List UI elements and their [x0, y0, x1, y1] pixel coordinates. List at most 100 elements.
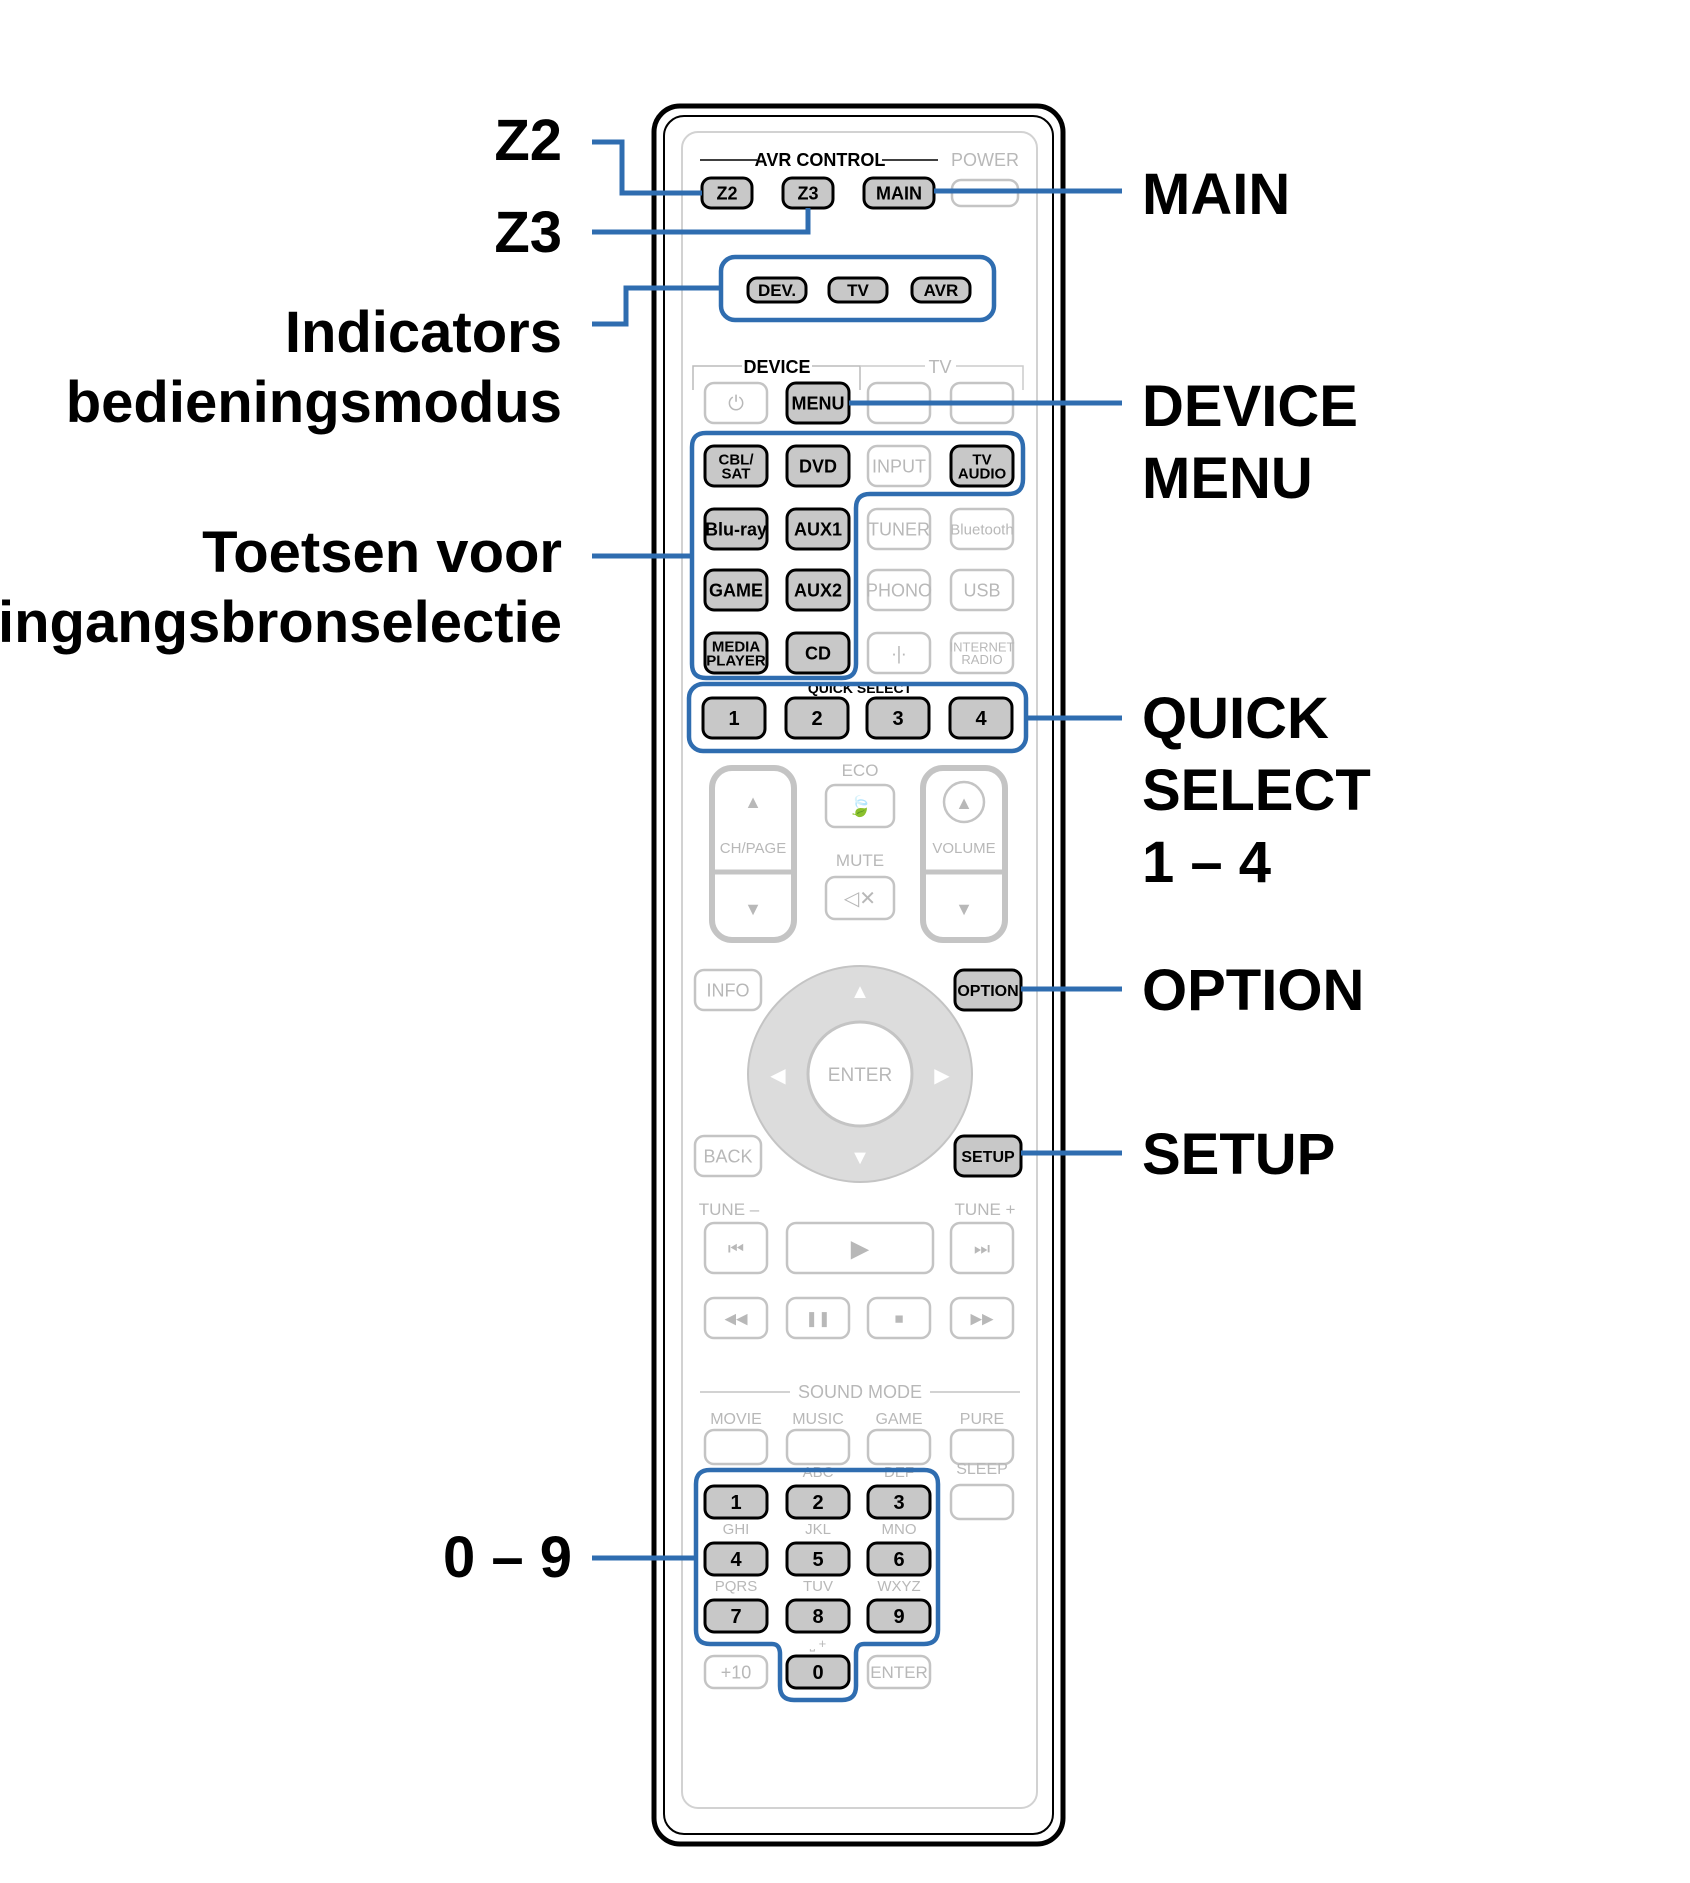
- device-power-button[interactable]: ⏻: [703, 381, 769, 425]
- num-key-7-frame: [703, 1598, 769, 1634]
- num-key-8[interactable]: 8: [785, 1598, 851, 1634]
- z3-callout: Z3: [494, 200, 562, 265]
- num-key-3-frame: [866, 1484, 932, 1520]
- tv-header: TV: [928, 357, 951, 377]
- sound-mode-0-button[interactable]: [703, 1428, 769, 1466]
- next-button-frame: [949, 1221, 1015, 1275]
- src-aux1[interactable]: AUX1: [785, 507, 851, 551]
- src-game[interactable]: GAME: [703, 568, 769, 612]
- num-key-6-frame: [866, 1541, 932, 1577]
- tv-bracket: [860, 365, 1024, 390]
- play-button[interactable]: ▶: [785, 1221, 935, 1275]
- nav-down-icon: ▼: [850, 1147, 870, 1169]
- forward-button[interactable]: ▶▶: [949, 1296, 1015, 1340]
- z2-leader: [592, 139, 702, 196]
- src-heos-label: ∙|∙: [892, 643, 907, 663]
- src-phono[interactable]: PHONO: [866, 568, 932, 612]
- z2-callout: Z2: [494, 108, 562, 173]
- main-button[interactable]: MAIN: [862, 176, 936, 210]
- ch-page-rocker[interactable]: [709, 765, 797, 943]
- quick-select-2[interactable]: 2: [784, 696, 850, 740]
- forward-button-label: ▶▶: [970, 1310, 994, 1327]
- nav-up-icon: ▲: [850, 981, 870, 1003]
- setup-button-label: SETUP: [961, 1149, 1015, 1166]
- quick-select-1[interactable]: 1: [701, 696, 767, 740]
- src-bluray[interactable]: Blu-ray: [703, 507, 769, 551]
- enter-small-button[interactable]: ENTER: [866, 1654, 932, 1690]
- space-plus-icon: ⎵ +: [810, 1636, 826, 1651]
- indicators-callout-line-0: Indicators: [285, 300, 562, 365]
- src-aux1-frame: [785, 507, 851, 551]
- stop-button[interactable]: ■: [866, 1296, 932, 1340]
- src-cbl-sat-label: CBL/: [719, 451, 755, 468]
- quick-select-4[interactable]: 4: [948, 696, 1014, 740]
- num-key-0-label: 0: [812, 1662, 823, 1684]
- num-key-3[interactable]: 3: [866, 1484, 932, 1520]
- num-key-4[interactable]: 4: [703, 1541, 769, 1577]
- quick-select-callout-line-2: 1 – 4: [1142, 830, 1271, 895]
- sound-mode-1-button[interactable]: [785, 1428, 851, 1466]
- quick-select-2-label: 2: [811, 708, 822, 730]
- src-heos[interactable]: ∙|∙: [866, 631, 932, 675]
- sound-mode-2-button[interactable]: [866, 1428, 932, 1466]
- volume-rocker[interactable]: [920, 765, 1008, 943]
- src-dvd[interactable]: DVD: [785, 444, 851, 488]
- src-tuner[interactable]: TUNER: [866, 507, 932, 551]
- sound-mode-label-0: MOVIE: [710, 1411, 762, 1428]
- plus10-button[interactable]: +10: [703, 1654, 769, 1690]
- tune-plus-label: TUNE +: [955, 1200, 1016, 1219]
- sound-mode-3-button[interactable]: [949, 1428, 1015, 1466]
- key-letters-4: GHI: [723, 1521, 750, 1538]
- quick-select-callout-line-0: QUICK: [1142, 686, 1329, 751]
- back-button[interactable]: BACK: [693, 1134, 763, 1178]
- mute-button-label: ◁✕: [844, 888, 876, 910]
- indicator-2[interactable]: AVR: [910, 276, 972, 304]
- num-key-7[interactable]: 7: [703, 1598, 769, 1634]
- key-letters-6: MNO: [882, 1521, 917, 1538]
- src-cd-label: CD: [805, 643, 831, 663]
- z2-button[interactable]: Z2: [700, 176, 754, 210]
- key-letters-3: DEF: [884, 1464, 914, 1481]
- src-cd[interactable]: CD: [785, 631, 851, 675]
- num-key-2-label: 2: [812, 1492, 823, 1514]
- nav-left-icon: ◀: [770, 1065, 786, 1087]
- indicator-0[interactable]: DEV.: [746, 276, 808, 304]
- num-key-1[interactable]: 1: [703, 1484, 769, 1520]
- num-key-0[interactable]: 0: [785, 1654, 851, 1690]
- pause-button[interactable]: ❚❚: [785, 1296, 851, 1340]
- src-usb[interactable]: USB: [949, 568, 1015, 612]
- enter-ring[interactable]: [806, 1020, 914, 1128]
- rewind-button[interactable]: ◀◀: [703, 1296, 769, 1340]
- prev-button[interactable]: ⏮: [703, 1221, 769, 1275]
- src-aux2[interactable]: AUX2: [785, 568, 851, 612]
- num-key-4-label: 4: [730, 1549, 742, 1571]
- src-bluetooth-label: Bluetooth: [950, 521, 1013, 538]
- enter-small-button-frame: [866, 1654, 932, 1690]
- option-button[interactable]: OPTION: [953, 968, 1023, 1012]
- eco-button[interactable]: 🍃: [824, 783, 896, 829]
- sleep-button[interactable]: [949, 1483, 1015, 1521]
- src-bluray-label: Blu-ray: [705, 519, 767, 539]
- device-menu-button[interactable]: MENU: [785, 381, 851, 425]
- num-key-3-label: 3: [893, 1492, 904, 1514]
- input-button[interactable]: INPUT: [866, 444, 932, 488]
- next-button[interactable]: ⏭: [949, 1221, 1015, 1275]
- src-cbl-sat[interactable]: CBL/SAT: [703, 444, 769, 488]
- num-key-6[interactable]: 6: [866, 1541, 932, 1577]
- src-cbl-sat-frame: [703, 444, 769, 488]
- quick-select-callout-line-1: SELECT: [1142, 758, 1371, 823]
- setup-button[interactable]: SETUP: [953, 1134, 1023, 1178]
- indicator-1[interactable]: TV: [827, 276, 889, 304]
- mute-button[interactable]: ◁✕: [824, 875, 896, 921]
- num-key-5[interactable]: 5: [785, 1541, 851, 1577]
- z3-button[interactable]: Z3: [781, 176, 835, 210]
- num-key-2[interactable]: 2: [785, 1484, 851, 1520]
- num-key-9[interactable]: 9: [866, 1598, 932, 1634]
- quick-select-3[interactable]: 3: [865, 696, 931, 740]
- src-bluetooth[interactable]: Bluetooth: [949, 507, 1015, 551]
- info-button[interactable]: INFO: [693, 968, 763, 1012]
